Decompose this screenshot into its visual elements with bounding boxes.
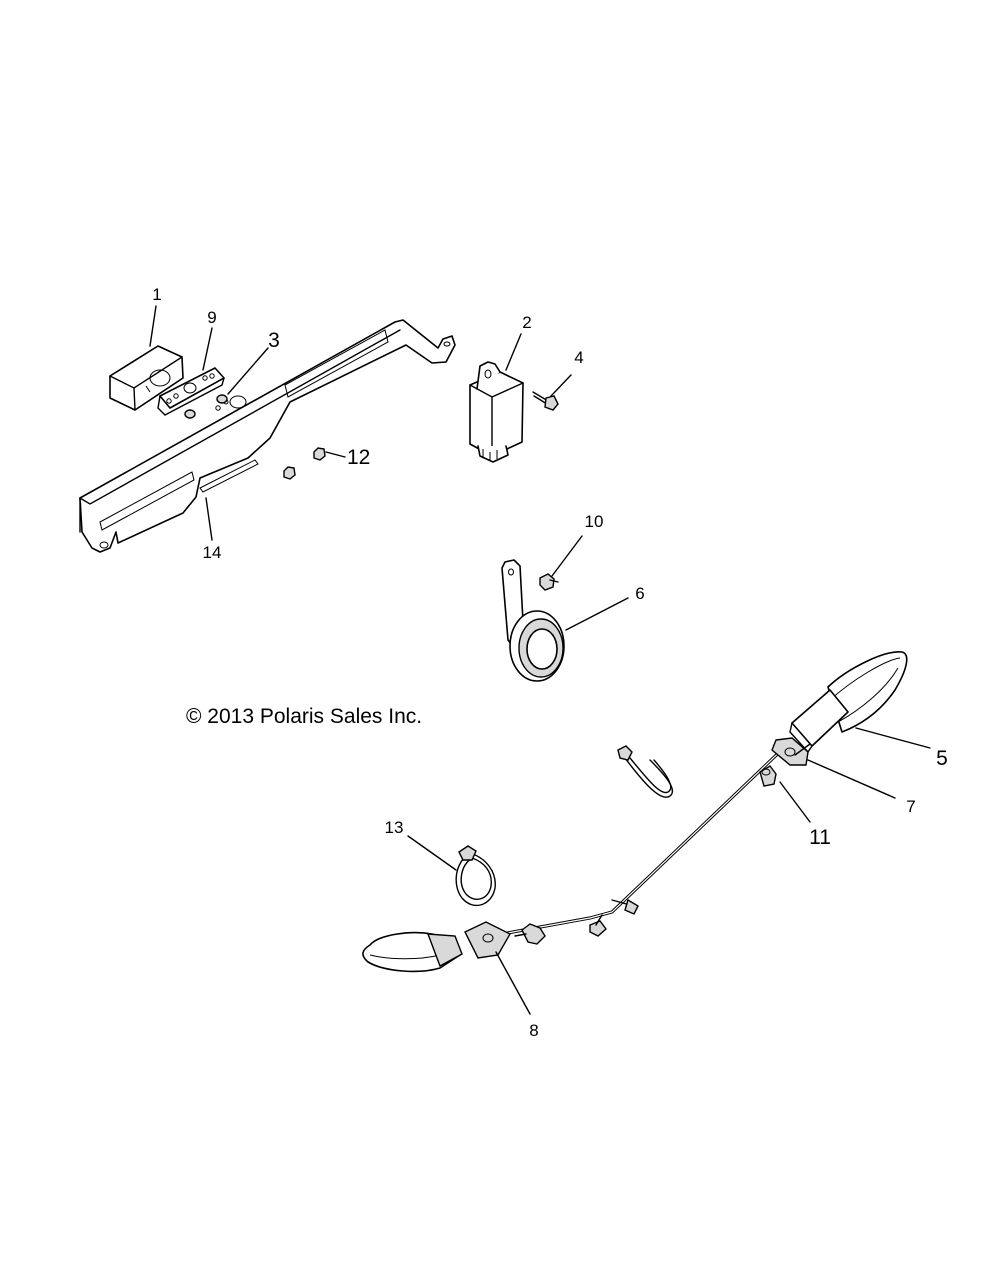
copyright-text: © 2013 Polaris Sales Inc. (186, 705, 422, 728)
callout-12: 12 (347, 446, 370, 469)
callout-11: 11 (809, 826, 831, 849)
callout-1: 1 (152, 285, 161, 304)
spacer-part-11 (759, 765, 777, 787)
cable-tie-upper-part (617, 745, 674, 798)
callout-6: 6 (635, 584, 644, 603)
callout-2: 2 (522, 313, 531, 332)
callout-4: 4 (574, 348, 583, 367)
license-lamp-part (109, 345, 184, 411)
turn-signal-right-part (771, 651, 908, 766)
screw-part-4 (532, 391, 559, 411)
callout-14: 14 (203, 543, 222, 562)
callout-13: 13 (385, 818, 404, 837)
flasher-relay-part (469, 361, 524, 463)
callout-5: 5 (936, 747, 948, 770)
callout-9: 9 (207, 308, 216, 327)
bracket-part (79, 319, 456, 553)
nut-part-12 (283, 447, 326, 480)
nut-part-under (184, 409, 196, 419)
callout-7: 7 (906, 797, 915, 816)
callout-3: 3 (268, 329, 280, 352)
callout-8: 8 (529, 1021, 538, 1040)
nut-part-3 (216, 394, 228, 404)
cable-tie-lower-part (455, 845, 496, 907)
leader-lines (149, 305, 931, 1015)
callout-10: 10 (585, 512, 604, 531)
turn-signal-left-part (362, 921, 546, 973)
horn-part (501, 559, 565, 682)
gasket-part (157, 367, 225, 416)
bolt-part-10 (539, 573, 559, 591)
